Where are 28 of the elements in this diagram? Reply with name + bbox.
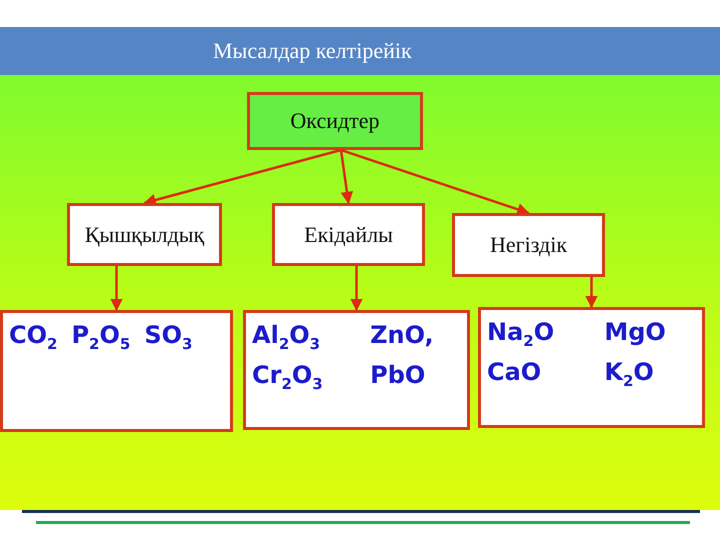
- formula: Cr$_{2}$O$_{3}$: [252, 360, 324, 393]
- formula: ZnO,: [370, 321, 435, 351]
- category-box: [247, 92, 423, 150]
- examples-box: [0, 310, 233, 432]
- arrow: [110, 266, 123, 312]
- formula: CO$_{2}$: [9, 321, 58, 353]
- category-label: Оксидтер: [290, 108, 380, 134]
- category-box: [272, 203, 425, 266]
- category-label: Екідайлы: [304, 222, 393, 248]
- arrow: [340, 150, 354, 204]
- formula: Na$_{2}$O: [487, 318, 556, 350]
- title: Мысалдар келтірейік: [213, 38, 412, 64]
- formula: K$_{2}$O: [604, 358, 655, 390]
- category-label: Қышқылдық: [84, 222, 204, 248]
- formula: Al$_{2}$O$_{3}$: [252, 321, 322, 353]
- formula: MgO: [604, 318, 667, 348]
- category-box: [67, 203, 222, 266]
- formula: CaO: [487, 358, 542, 388]
- category-box: [452, 213, 605, 277]
- arrow: [340, 148, 530, 216]
- examples-box: [478, 307, 705, 428]
- examples-box: [243, 310, 470, 430]
- formula: PbO: [370, 360, 426, 391]
- arrow: [585, 277, 598, 308]
- formula: SO$_{3}$: [144, 321, 194, 353]
- formula: P$_{2}$O$_{5}$: [71, 321, 130, 353]
- category-label: Негіздік: [490, 232, 568, 258]
- arrow: [350, 266, 363, 312]
